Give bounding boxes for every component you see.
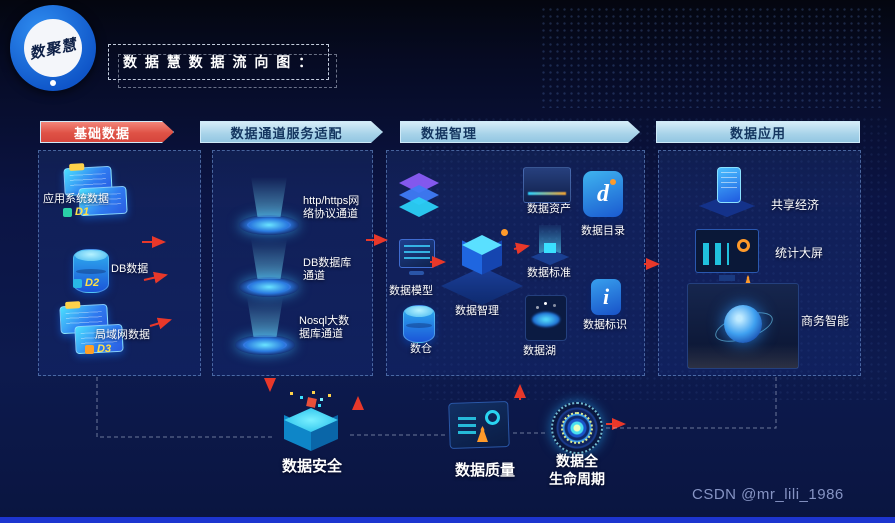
sharing-economy-icon: [699, 165, 755, 217]
panel-basic-data: 应用系统数据 D1 DB数据 D2 局域网数据 D3: [38, 150, 201, 376]
item-label: Nosql大数 据库通道: [299, 315, 350, 340]
data-assets-icon: [523, 167, 571, 203]
data-quality-icon: [448, 398, 511, 454]
bottom-item-label: 数据安全: [281, 458, 342, 475]
section-header-label: 数据通道服务适配: [230, 125, 343, 141]
identifier-glyph: i: [602, 284, 610, 309]
dot-map-pattern-top: [540, 6, 885, 108]
db-channel-icon: [237, 239, 301, 297]
section-header-channel: 数据通道服务适配: [200, 121, 383, 143]
section-header-application: 数据应用: [656, 121, 860, 143]
data-lake-icon: [525, 295, 567, 341]
item-label: 数据标识: [583, 319, 627, 331]
http-channel-icon: [237, 177, 301, 235]
item-label: 数据模型: [389, 285, 433, 297]
item-label: 数仓: [410, 343, 432, 355]
section-header-label: 基础数据: [73, 125, 130, 141]
item-label: http/https网 络协议通道: [303, 195, 360, 220]
badge-text: D2: [85, 277, 100, 289]
item-label: 数据资产: [527, 203, 571, 215]
item-label: 数据目录: [581, 225, 625, 237]
bottom-item-label: 数据质量: [454, 462, 515, 479]
business-intelligence-icon: [687, 283, 799, 369]
bottom-blue-bar: [0, 517, 895, 523]
item-label: 商务智能: [801, 314, 850, 328]
section-header-label: 数据应用: [729, 125, 786, 141]
data-identifier-icon: i: [591, 279, 621, 315]
data-standard-icon: [531, 225, 569, 265]
diagram-title-text: 数 据 慧 数 据 流 向 图 ：: [123, 54, 315, 70]
catalog-glyph: d: [597, 180, 609, 207]
data-source-badge: D2: [73, 277, 99, 289]
site-logo: 数聚慧: [10, 5, 96, 91]
data-security-icon: [276, 390, 346, 454]
item-label: 数据湖: [523, 345, 556, 357]
section-header-basic-data: 基础数据: [40, 121, 174, 143]
data-warehouse-icon: [403, 305, 435, 343]
item-label: 数据标准: [527, 267, 571, 279]
data-lifecycle-icon: [551, 402, 603, 454]
item-label: DB数据: [111, 263, 149, 275]
badge-text: D3: [97, 343, 112, 355]
panel-application: 共享经济 统计大屏 商务智能: [658, 150, 861, 376]
diagram-title: 数 据 慧 数 据 流 向 图 ：: [108, 44, 338, 88]
section-header-label: 数据智理: [421, 125, 478, 141]
badge-chip-icon: [63, 207, 72, 217]
badge-chip-icon: [85, 344, 94, 354]
data-model-icon: [397, 237, 437, 281]
bottom-item-label: 数据全 生命周期: [549, 453, 605, 487]
logo-text: 数聚慧: [27, 35, 79, 63]
data-source-badge: D1: [63, 206, 89, 218]
item-label: 共享经济: [771, 198, 820, 212]
badge-text: D1: [75, 206, 90, 218]
item-label: DB数据库 通道: [303, 257, 352, 282]
nosql-channel-icon: [233, 297, 297, 355]
data-catalog-icon: d: [583, 171, 623, 217]
data-source-badge: D3: [85, 343, 111, 355]
item-label: 局域网数据: [95, 329, 150, 341]
stats-screen-icon: [693, 225, 761, 287]
panel-channel: http/https网 络协议通道 DB数据库 通道 Nosql大数 据库通道: [212, 150, 373, 376]
data-layers-icon: [397, 173, 441, 221]
logo-inner-circle: 数聚慧: [24, 19, 82, 77]
item-label: 应用系统数据: [43, 193, 109, 205]
item-label: 统计大屏: [775, 246, 824, 260]
section-header-governance: 数据智理: [400, 121, 640, 143]
badge-chip-icon: [73, 278, 82, 288]
data-governance-cube-icon: [441, 221, 525, 305]
item-label: 数据智理: [455, 305, 499, 317]
panel-governance: 数据模型 数仓 数据智理 数据资产 d 数据目录 数据标准 i 数据标识 数据湖: [386, 150, 645, 376]
csdn-watermark: CSDN @mr_lili_1986: [692, 486, 844, 503]
